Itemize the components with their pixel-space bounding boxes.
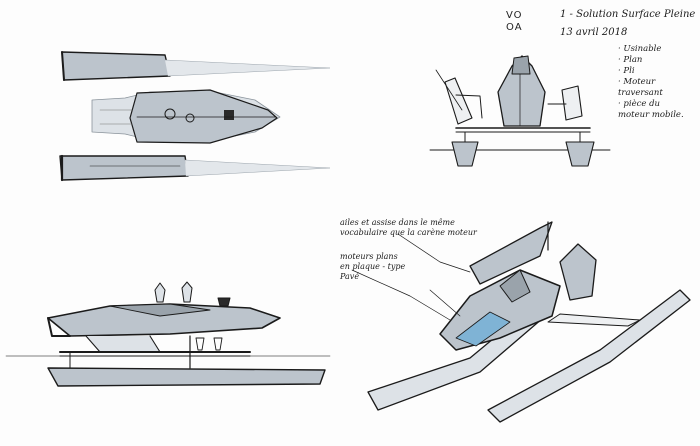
- feature-item: traversant: [618, 88, 663, 98]
- annotation-line: moteurs plans: [340, 252, 398, 261]
- annotation-line: en plaque - type: [340, 262, 406, 271]
- annotation-line: vocabulaire que la carène moteur: [340, 228, 477, 237]
- feature-item: · Usinable: [618, 44, 662, 54]
- front-view-drawing: [429, 55, 611, 167]
- feature-item: · pièce du: [618, 99, 661, 109]
- annotation-motors: moteurs plans en plaque - type Pavé: [340, 252, 405, 282]
- features-list: · Usinable · Plan · Pli · Moteur travers…: [618, 44, 684, 121]
- annotation-wings: ailes et assise dans le même vocabulaire…: [340, 218, 477, 238]
- brand-logo: VO OA: [506, 10, 523, 34]
- top-view-drawing: [59, 51, 331, 182]
- logo-line-2: OA: [506, 22, 523, 33]
- annotation-line: ailes et assise dans le même: [340, 218, 455, 227]
- sheet-date: 13 avril 2018: [560, 27, 628, 38]
- feature-item: moteur mobile.: [618, 110, 684, 120]
- feature-item: · Pli: [618, 66, 635, 76]
- annotation-leaders: [351, 233, 471, 321]
- feature-item: · Moteur: [618, 77, 656, 87]
- sheet-title: 1 - Solution Surface Pleine: [560, 9, 696, 20]
- perspective-view-drawing: [367, 221, 691, 423]
- logo-line-1: VO: [506, 10, 523, 21]
- side-view-drawing: [5, 281, 331, 387]
- annotation-line: Pavé: [340, 272, 360, 281]
- feature-item: · Plan: [618, 55, 643, 65]
